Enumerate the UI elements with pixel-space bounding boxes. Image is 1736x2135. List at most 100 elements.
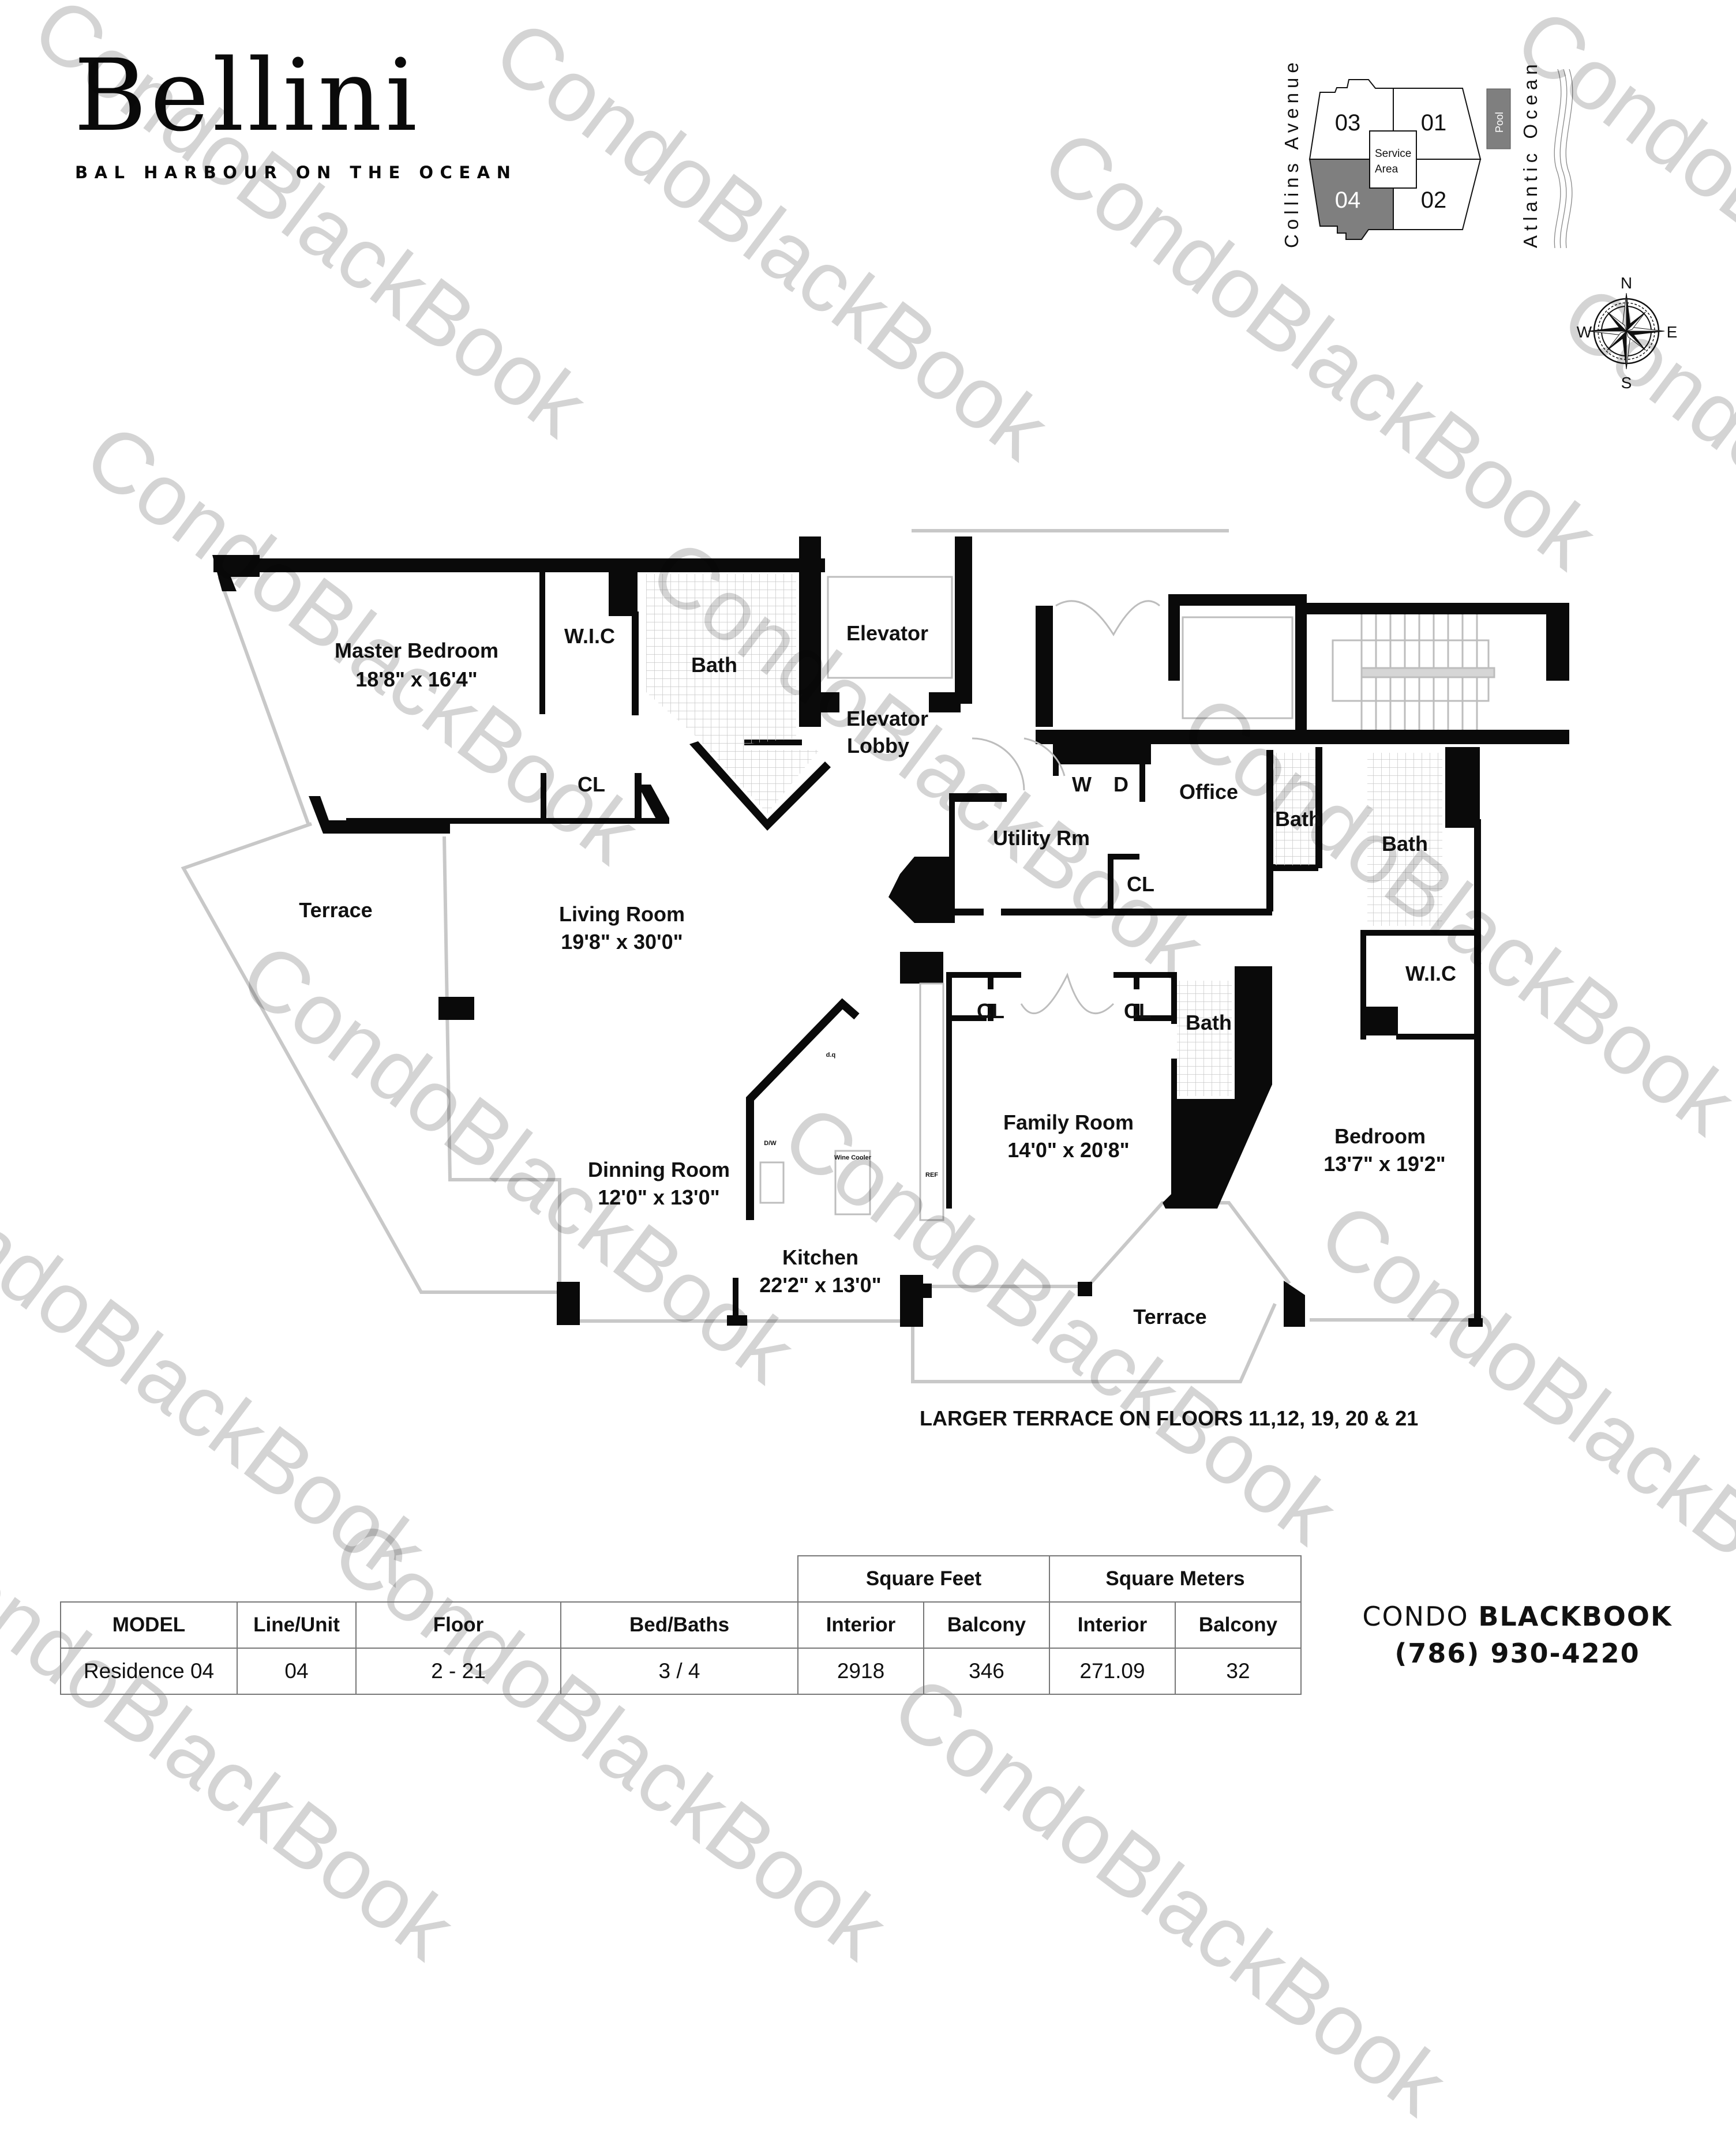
utility-door-swing [972,737,1066,791]
unit-specs-table: Square Feet Square Meters MODEL Line/Uni… [60,1555,1302,1695]
utility-top-wall [949,793,1007,802]
office-cl-top [1108,854,1139,860]
bedroom-sw-col [1284,1281,1305,1327]
utility-right-wall [1139,741,1145,802]
master-top-wall [213,558,825,572]
blank-cell [61,1556,237,1602]
col-line-unit: Line/Unit [237,1601,357,1649]
stair-top-wall [1304,603,1569,614]
stair-right-wall [1546,603,1569,681]
family-cl-right-tick2 [1134,1004,1139,1021]
pool-label: Pool [1494,112,1505,133]
dining-col [557,1282,580,1325]
bedroom-wic-label: W.I.C [1405,962,1456,985]
cell-sqm-interior: 271.09 [1049,1648,1176,1695]
family-room-name: Family Room [1003,1110,1134,1134]
bedroom-bath-col [1445,747,1480,828]
condo-blackbook-brand: CONDO BLACKBOOK (786) 930-4220 [1321,1598,1713,1672]
wic-top-wall [1360,930,1479,936]
wic-col [1360,1007,1398,1035]
compass-e: E [1667,323,1678,341]
blank-cell [356,1556,561,1602]
bath-divider [1315,747,1322,868]
elevator-label: Elevator [846,621,928,645]
bedroom-corner [1468,1318,1483,1327]
family-bottom-pillar [1078,1282,1092,1296]
master-door-wedge [638,785,669,822]
kitchen-dims: 22'2" x 13'0" [759,1273,881,1297]
col-model: MODEL [60,1601,238,1649]
atlantic-ocean-label: Atlantic Ocean [1520,59,1541,248]
wine-cooler [834,1150,871,1215]
refrigerator-label: REF [925,1172,938,1179]
living-room-dims: 19'8" x 30'0" [561,930,683,954]
master-bedroom-dims: 18'8" x 16'4" [355,667,477,691]
family-bath-tiles [1177,981,1232,1096]
unit-04-label: 04 [1335,187,1361,213]
master-bath-tiles [646,574,819,813]
family-nw-col [900,952,943,984]
service-elevator-cab [1182,616,1293,719]
dryer-label: D [1113,772,1128,796]
bellini-logo: Bellini [74,37,421,153]
utility-office-bottom [1001,909,1272,915]
living-ne-wedge [888,857,949,923]
family-bath-label: Bath [1186,1011,1232,1034]
service-top-wall-1 [1168,594,1307,606]
unit-01-label: 01 [1421,110,1447,136]
family-top-left [946,972,1021,978]
double-door-swing [1055,600,1160,636]
master-cl-right [635,773,642,820]
family-cl-left-tick [988,972,993,989]
service-mid-wall [1168,594,1180,681]
master-bath-lower [744,740,802,745]
wine-cooler-label: Wine Cooler [834,1154,872,1161]
compass-w: W [1577,323,1592,341]
window-line-south [571,1285,1477,1323]
family-room-dims: 14'0" x 20'8" [1007,1138,1129,1162]
unit-03-label: 03 [1335,110,1361,136]
office-cl-left [1108,854,1113,911]
shoreline-icon [1554,69,1573,249]
master-wic-wall-left [539,570,545,714]
collins-avenue-label: Collins Avenue [1281,58,1302,248]
compass-n: N [1621,274,1632,292]
family-left-wall [946,972,952,1209]
family-cl-right-bottom [1134,1015,1174,1021]
west-terrace-label: Terrace [299,898,372,922]
brand-phone[interactable]: (786) 930-4220 [1394,1638,1640,1669]
cell-line-unit: 04 [237,1648,357,1695]
family-cl-left-tick2 [988,1004,993,1021]
col-sqm-balcony: Balcony [1175,1601,1302,1649]
living-room-name: Living Room [559,902,685,926]
kitchen-col-arm [920,1284,932,1298]
west-window [218,576,310,826]
building-outline [1308,79,1482,240]
office-bath-label: Bath [1275,807,1321,831]
bedroom-dims: 13'7" x 19'2" [1323,1152,1445,1176]
dq-label: d.q [826,1052,836,1059]
family-terrace-angled [1089,1201,1291,1285]
kitchen-col-base [727,1315,747,1326]
office-right-wall [1266,750,1273,911]
south-terrace-outline [911,1298,1277,1383]
cell-sqft-balcony: 346 [923,1648,1050,1695]
master-bedroom-name: Master Bedroom [335,639,498,662]
group-header-row: Square Feet Square Meters [61,1555,1302,1603]
service-left-wall [1036,606,1053,727]
elevator-col-right [929,692,961,712]
bedroom-name: Bedroom [1334,1124,1426,1148]
dining-room-dims: 12'0" x 13'0" [598,1185,719,1209]
elevator-cab [827,576,953,679]
col-floor: Floor [355,1601,561,1649]
square-meters-header: Square Meters [1049,1555,1302,1603]
compass-rose-icon: N S W E [1577,274,1678,392]
brand-name-bold: BLACKBOOK [1478,1601,1673,1632]
pool-area [1486,88,1511,149]
cell-model: Residence 04 [60,1648,238,1695]
utility-wall-block [1059,741,1151,764]
cell-sqm-balcony: 32 [1175,1648,1302,1695]
kitchen-col [733,1278,738,1324]
master-bath-diagonal [689,741,831,831]
utility-room-label: Utility Rm [993,826,1090,850]
